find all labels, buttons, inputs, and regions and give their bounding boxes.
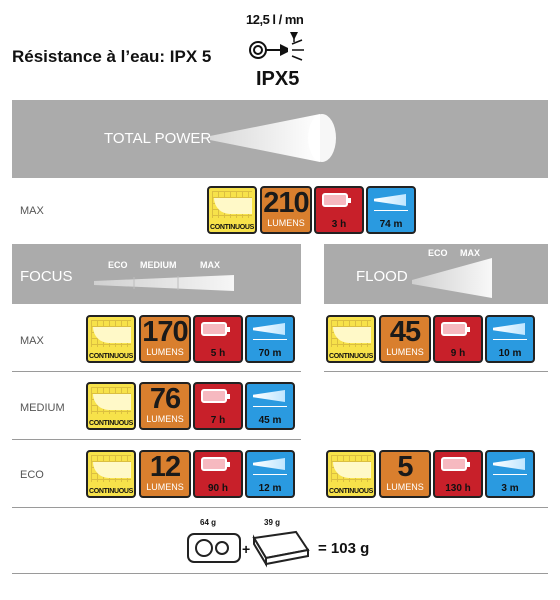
total-power-title: TOTAL POWER [104,130,212,147]
battery-icon [201,457,230,471]
divider [12,573,548,574]
flood-beam-icon [412,258,492,298]
water-resistance-label: Résistance à l’eau: IPX 5 [12,47,212,66]
flood-title: FLOOD [356,268,408,285]
divider [12,507,548,508]
range-badge: 74 m [366,186,416,234]
battery-badge: 90 h [193,450,243,498]
beam-icon [374,194,406,206]
continuous-badge: CONTINUOUS [86,315,136,363]
battery-icon [441,322,470,336]
divider [12,371,301,372]
range-badge: 45 m [245,382,295,430]
beam-icon [253,390,285,402]
flood-level-max: MAX [460,248,480,258]
beam-icon [493,323,525,335]
continuous-badge: CONTINUOUS [86,382,136,430]
range-badge: 70 m [245,315,295,363]
continuous-badge: CONTINUOUS [326,315,376,363]
focus-title: FOCUS [20,268,73,285]
water-flow-rate: 12,5 l / mn [246,12,304,27]
divider [324,371,548,372]
row-label-medium: MEDIUM [20,402,65,414]
divider [12,439,301,440]
battery-badge: 9 h [433,315,483,363]
total-weight: = 103 g [318,540,370,557]
battery-icon [322,193,351,207]
battery-icon [201,322,230,336]
total-power-beam-icon [210,114,336,162]
row-label-eco: ECO [20,469,44,481]
row-label-max: MAX [20,335,44,347]
battery-badge: 5 h [193,315,243,363]
battery-icon [441,457,470,471]
svg-text:+: + [242,541,250,557]
battery-icon [201,389,230,403]
beam-icon [253,458,285,470]
range-badge: 12 m [245,450,295,498]
continuous-badge: CONTINUOUS [326,450,376,498]
range-badge: 10 m [485,315,535,363]
beam-icon [493,458,525,470]
lamp-and-battery-icon: + [187,530,310,568]
focus-level-eco: ECO [108,260,128,270]
row-label-total-max: MAX [20,205,44,217]
ipx-rating-code: IPX5 [256,68,300,90]
battery-weight: 39 g [264,518,281,527]
continuous-badge: CONTINUOUS [86,450,136,498]
battery-badge: 7 h [193,382,243,430]
flood-level-eco: ECO [428,248,448,258]
range-badge: 3 m [485,450,535,498]
continuous-badge: CONTINUOUS [207,186,257,234]
battery-badge: 130 h [433,450,483,498]
focus-level-max: MAX [200,260,220,270]
lamp-weight: 64 g [200,518,217,527]
focus-beam-icon [94,275,234,291]
focus-banner [12,244,301,304]
water-jet-icon [249,32,304,61]
battery-badge: 3 h [314,186,364,234]
beam-icon [253,323,285,335]
focus-level-medium: MEDIUM [140,260,177,270]
